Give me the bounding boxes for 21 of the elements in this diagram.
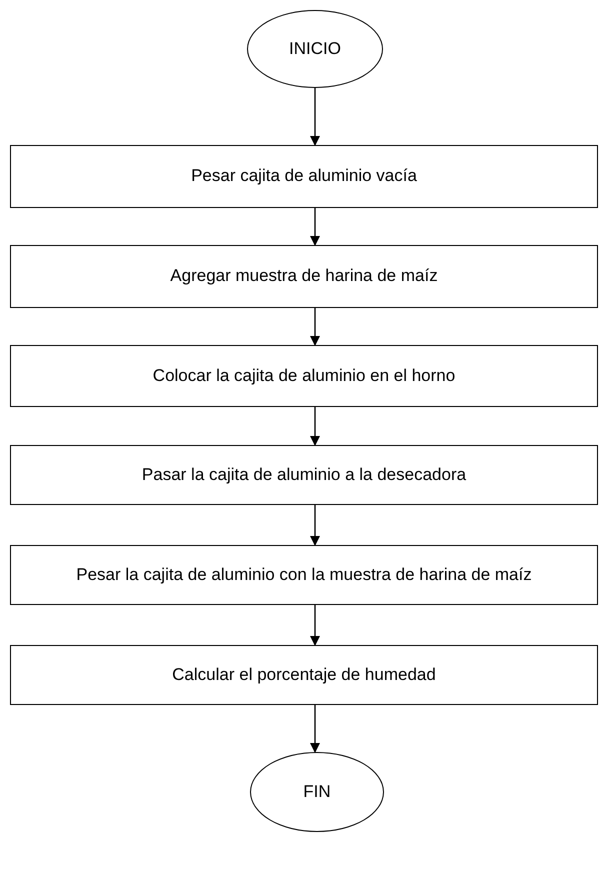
step-text: Agregar muestra de harina de maíz bbox=[169, 265, 439, 288]
step-text: Calcular el porcentaje de humedad bbox=[171, 664, 437, 686]
step-text: INICIO bbox=[288, 38, 342, 60]
process-box bbox=[10, 145, 598, 208]
step-text: Pesar cajita de aluminio vacía bbox=[190, 165, 418, 188]
process-box bbox=[10, 245, 598, 308]
process-box bbox=[10, 445, 598, 505]
arrow bbox=[310, 605, 320, 646]
arrow bbox=[310, 705, 320, 753]
step-text: Colocar la cajita de aluminio en el horno bbox=[152, 364, 456, 387]
arrow bbox=[310, 208, 320, 246]
arrow bbox=[310, 88, 320, 146]
process-box bbox=[10, 545, 598, 605]
process-box bbox=[10, 345, 598, 407]
process-box bbox=[10, 645, 598, 705]
step-text: FIN bbox=[302, 780, 332, 803]
arrow bbox=[310, 407, 320, 446]
step-text: Pesar la cajita de aluminio con la muestra de harina de maíz bbox=[75, 564, 533, 586]
arrow bbox=[310, 308, 320, 346]
step-text: Pasar la cajita de aluminio a la desecadora bbox=[140, 464, 468, 486]
arrow bbox=[310, 505, 320, 546]
